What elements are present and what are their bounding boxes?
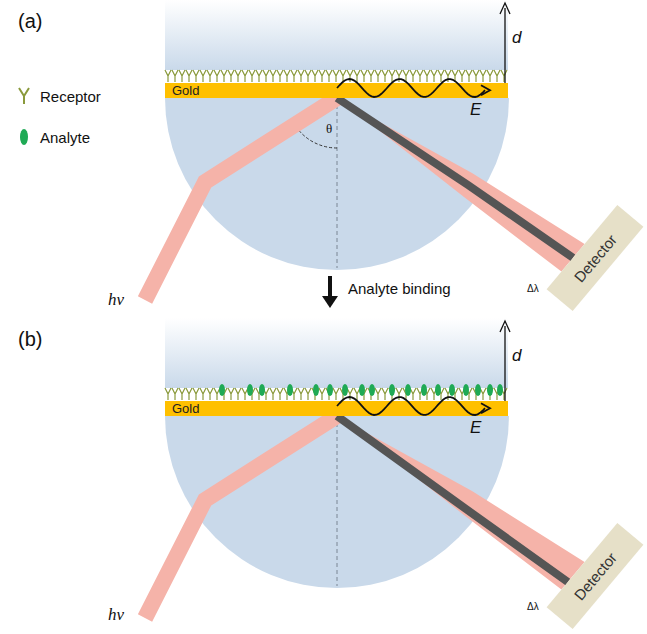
node-label: Gold [172, 83, 199, 98]
wave-arrowhead [481, 85, 490, 95]
normal-line [337, 98, 338, 268]
analyte [435, 384, 441, 396]
process-arrow [328, 276, 332, 298]
wavelength-shift-label: Δλ [527, 601, 539, 613]
panel-label: (a) [18, 10, 42, 33]
analyte-symbol [20, 129, 28, 145]
incident-beam [145, 98, 337, 300]
analyte [497, 384, 503, 396]
analyte [342, 384, 348, 396]
analyte [463, 384, 469, 396]
legend-text: Analyte [40, 129, 90, 146]
wavelength-shift-label: Δλ [527, 283, 539, 295]
axis-label: d [512, 346, 521, 366]
node-label: Detector [570, 549, 619, 603]
medium-gradient [165, 318, 508, 388]
plasmon-wave [165, 401, 508, 416]
reflected-light [337, 416, 568, 582]
incident-beam [145, 416, 337, 618]
analyte [421, 384, 427, 396]
receptor-symbol [19, 88, 29, 104]
wave-line [337, 79, 485, 97]
light-label: hν [108, 290, 124, 310]
analyte [219, 384, 225, 396]
analyte [247, 384, 253, 396]
analyte [389, 384, 395, 396]
wave-arrowhead [481, 403, 490, 413]
analyte [327, 384, 333, 396]
field-label: E [470, 418, 481, 438]
reflected-beam [336, 416, 585, 590]
legend-text: Receptor [40, 88, 101, 105]
gold-film: Gold [165, 83, 508, 98]
analyte [369, 384, 375, 396]
panel-label: (b) [18, 328, 42, 351]
axis-label: d [512, 28, 521, 48]
reflected-light [337, 98, 573, 258]
analyte [449, 384, 455, 396]
light-label: hν [108, 605, 124, 625]
analyte [259, 384, 265, 396]
analyte [487, 384, 493, 396]
step-label: Analyte binding [348, 280, 451, 297]
axis-arrowhead [500, 321, 510, 332]
axis-arrowhead [500, 3, 510, 14]
angle-label: θ [326, 122, 332, 137]
analyte [359, 384, 365, 396]
receptor-layer [165, 70, 507, 82]
wave-line [337, 397, 485, 415]
plasmon-wave [165, 83, 508, 98]
analyte [313, 384, 319, 396]
analyte [475, 384, 481, 396]
field-label: E [470, 100, 481, 120]
medium-gradient [165, 0, 508, 70]
gold-film: Gold [165, 401, 508, 416]
reflected-beam [336, 98, 585, 272]
receptor-layer [165, 388, 507, 400]
analyte [405, 384, 411, 396]
process-arrowhead [322, 296, 338, 308]
node-label: Gold [172, 401, 199, 416]
analyte [287, 384, 293, 396]
node-label: Detector [570, 231, 619, 285]
normal-line [337, 416, 338, 586]
